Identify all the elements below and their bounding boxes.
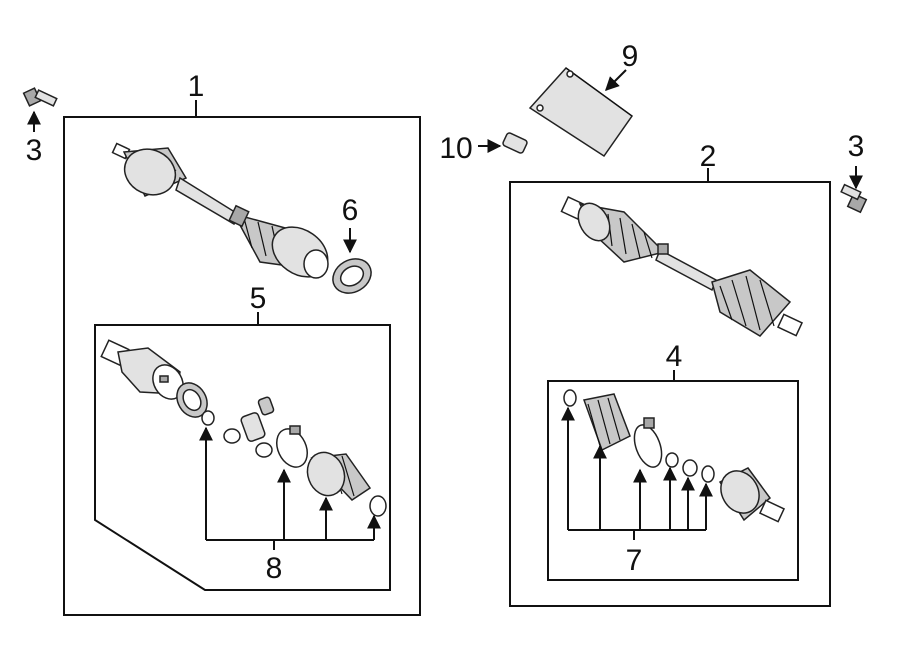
boot-clamp-small[interactable] (369, 495, 387, 517)
part-8-leader-lines (199, 426, 381, 550)
inner-joint-housing[interactable] (100, 339, 189, 404)
right-axle-assembly-box (509, 168, 831, 607)
callout-3-left: 3 (26, 134, 43, 167)
seal-ring-part-6[interactable] (327, 228, 378, 300)
callout-4: 4 (666, 340, 683, 373)
callout-2: 2 (700, 140, 717, 173)
callout-10: 10 (439, 132, 472, 165)
small-clip-ring[interactable] (201, 410, 215, 426)
joint-gasket[interactable] (171, 377, 213, 422)
callout-7: 7 (626, 544, 643, 577)
bolt-left[interactable] (22, 87, 58, 132)
callout-3-right: 3 (848, 130, 865, 163)
inner-cv-boot[interactable] (302, 447, 372, 501)
right-axle-shaft[interactable] (560, 195, 804, 337)
callout-9: 9 (622, 40, 639, 73)
tripod-spider[interactable] (223, 396, 275, 458)
inner-joint-kit-box (94, 312, 391, 591)
callout-6: 6 (342, 194, 359, 227)
part-7-leader-lines (561, 406, 713, 540)
heat-shield-part-9[interactable] (528, 66, 634, 158)
bolt-right[interactable] (840, 166, 868, 214)
callout-8: 8 (266, 552, 283, 585)
outer-joint-kit-parts[interactable] (563, 389, 786, 523)
left-axle-assembly-box (63, 100, 421, 616)
boot-clamp-large[interactable] (271, 424, 313, 472)
outer-joint-kit-box (547, 370, 799, 581)
left-axle-shaft[interactable] (111, 141, 338, 287)
pin-part-10[interactable] (478, 132, 528, 154)
callout-5: 5 (250, 282, 267, 315)
callout-1: 1 (188, 70, 205, 103)
